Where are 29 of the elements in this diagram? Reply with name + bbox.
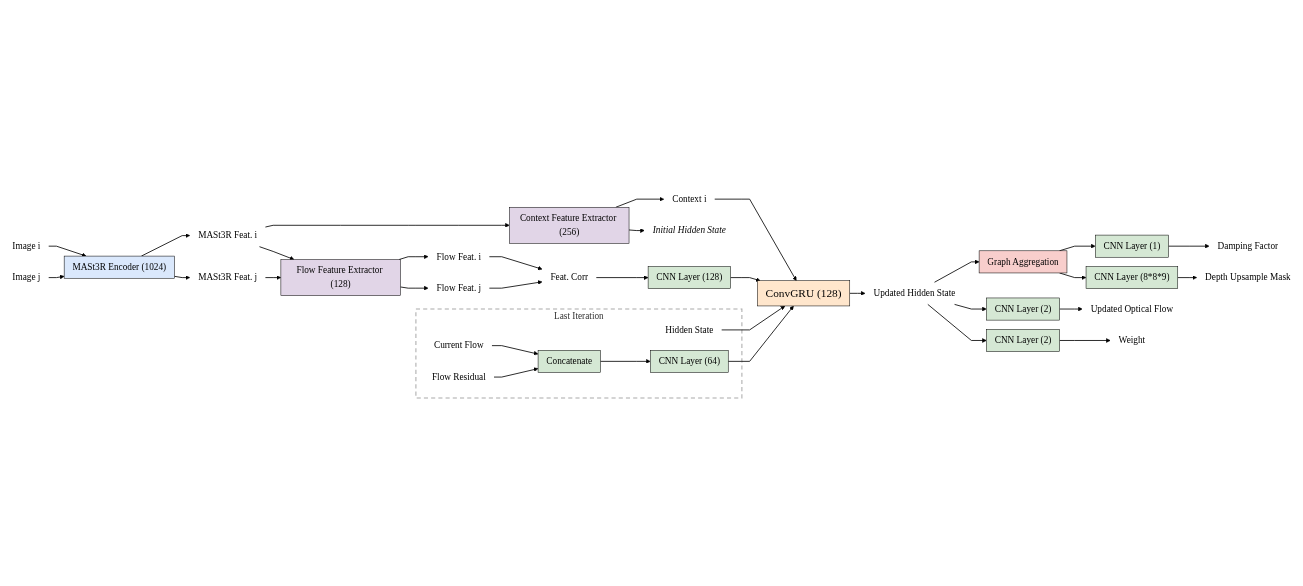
node-text: Hidden State	[665, 324, 714, 335]
node-text: Flow Residual	[431, 371, 486, 382]
node-text: Context i	[672, 193, 707, 205]
node-text: Depth Upsample Mask	[1205, 272, 1291, 283]
node-text: Image i	[12, 240, 41, 252]
node-box: CNN Layer (2)	[986, 297, 1060, 321]
node-box: ConvGRU (128)	[757, 280, 850, 307]
node-box: Flow Feature Extractor (128)	[280, 259, 401, 296]
node-box: CNN Layer (8*8*9)	[1085, 266, 1178, 289]
node-box: MASt3R Encoder (1024)	[63, 255, 175, 279]
node-box: CNN Layer (2)	[986, 329, 1060, 352]
node-box: CNN Layer (128)	[647, 266, 731, 289]
node-box: Context Feature Extractor (256)	[509, 207, 630, 244]
node-text: Damping Factor	[1217, 240, 1279, 252]
node-box: Graph Aggregation	[978, 250, 1068, 274]
node-text: Feat. Corr	[550, 272, 589, 283]
node-text: Current Flow	[433, 340, 484, 351]
node-text: Flow Feat. i	[436, 251, 482, 262]
node-box: CNN Layer (1)	[1095, 234, 1169, 258]
node-text: Updated Hidden State	[873, 287, 956, 299]
node-box: CNN Layer (64)	[650, 350, 729, 373]
node-text: MASt3R Feat. i	[198, 230, 258, 241]
node-text: Initial Hidden State	[652, 225, 726, 236]
node-text: Image j	[12, 272, 41, 283]
node-box: Concatenate	[537, 350, 601, 373]
node-text: Updated Optical Flow	[1090, 303, 1174, 314]
node-text: Weight	[1118, 335, 1146, 346]
node-text: MASt3R Feat. j	[198, 272, 258, 283]
node-text: Flow Feat. j	[436, 282, 482, 294]
